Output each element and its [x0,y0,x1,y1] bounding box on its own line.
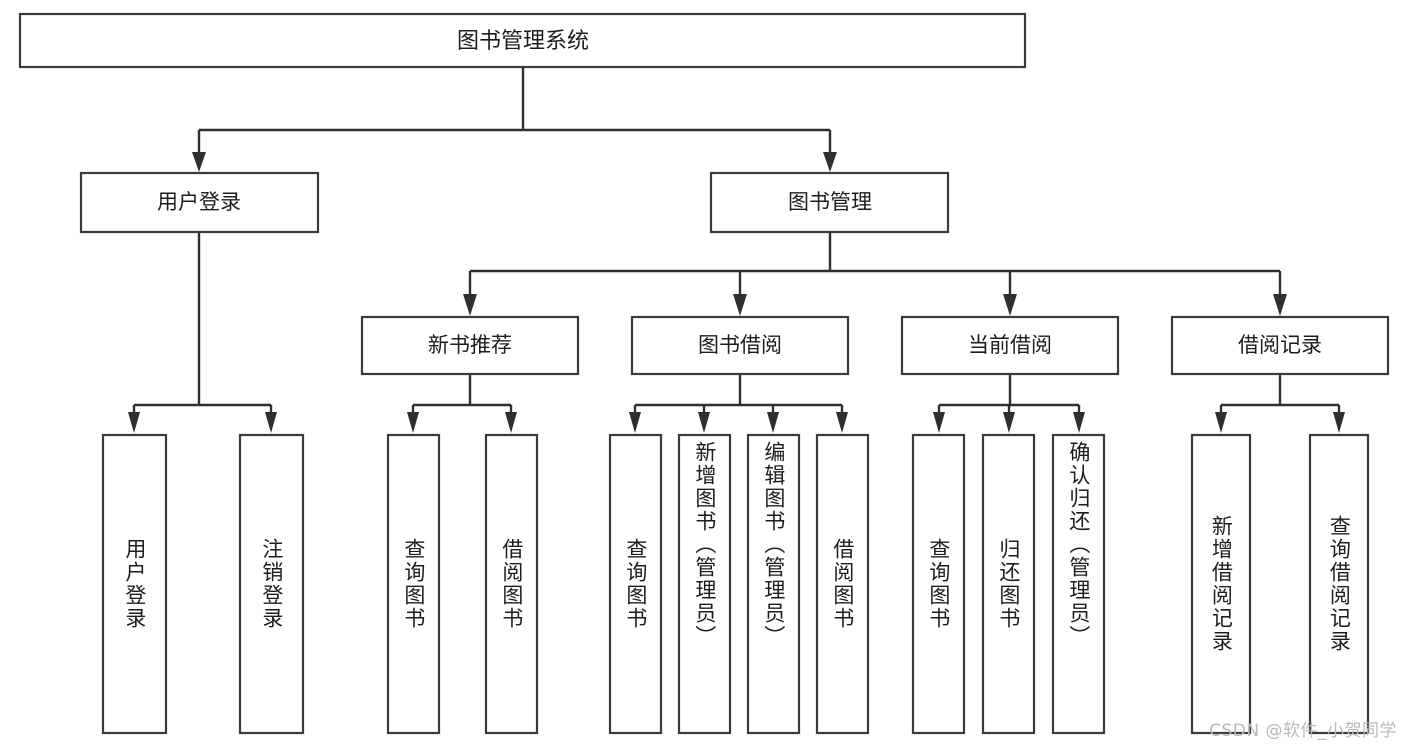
arrow-bl-add [698,412,710,433]
arrow-nb-borrow [505,412,517,433]
leaf-box-bl-add-book[interactable] [677,433,732,735]
node-user-login-box[interactable] [79,171,320,234]
node-book-borrow-box[interactable] [630,315,850,376]
leaf-box-cb-confirm-return[interactable] [1051,433,1106,735]
node-root-box[interactable] [18,12,1027,69]
arrow-cb-query [933,412,945,433]
leaf-box-nb-query-book[interactable] [386,433,441,735]
node-book-borrow-label: 图书借阅 [698,333,782,357]
arrow-current [1003,294,1017,316]
node-borrow-records-box[interactable] [1170,315,1390,376]
arrow-user-login [192,152,206,172]
node-root-label: 图书管理系统 [457,29,589,54]
arrow-bl-query [629,412,641,433]
leaf-box-rec-query-record[interactable] [1308,433,1370,735]
node-new-book-recommend-box[interactable] [360,315,580,376]
leaf-box-bl-query-book[interactable] [608,433,663,735]
arrow-cb-confirm [1073,412,1085,433]
node-user-login-label: 用户登录 [157,190,241,214]
leaf-box-cb-query-book[interactable] [911,433,966,735]
connector-layer [128,67,1345,433]
arrow-records [1273,294,1287,316]
arrow-nb-query [407,412,419,433]
arrow-newbook [463,294,477,316]
leaf-box-rec-add-record[interactable] [1190,433,1252,735]
arrow-leaf-userlogin [128,412,140,433]
arrow-cb-return [1003,412,1015,433]
arrow-book-mgmt [823,152,837,172]
node-new-book-recommend-label: 新书推荐 [428,333,512,357]
leaf-box-nb-borrow-book[interactable] [484,433,539,735]
arrow-bl-edit [767,412,779,433]
node-borrow-records-label: 借阅记录 [1238,333,1322,357]
node-layer: 图书管理系统 用户登录 图书管理 新书推荐 图书借阅 当前借阅 借阅记录 [18,12,1390,735]
arrow-borrow [733,294,747,316]
leaf-box-cb-return-book[interactable] [981,433,1036,735]
node-book-management-box[interactable] [709,171,950,234]
arrow-leaf-logout [265,412,277,433]
leaf-box-bl-edit-book[interactable] [746,433,801,735]
node-book-management-label: 图书管理 [788,190,872,214]
arrow-rec-add [1215,412,1227,433]
leaf-box-bl-borrow-book[interactable] [815,433,870,735]
node-current-borrow-box[interactable] [900,315,1120,376]
node-current-borrow-label: 当前借阅 [968,333,1052,357]
arrow-rec-query [1333,412,1345,433]
leaf-box-user-login[interactable] [101,433,168,735]
leaf-box-logout[interactable] [238,433,305,735]
arrow-bl-borrow [836,412,848,433]
csdn-watermark: CSDN @软件_小贺同学 [1209,721,1397,741]
